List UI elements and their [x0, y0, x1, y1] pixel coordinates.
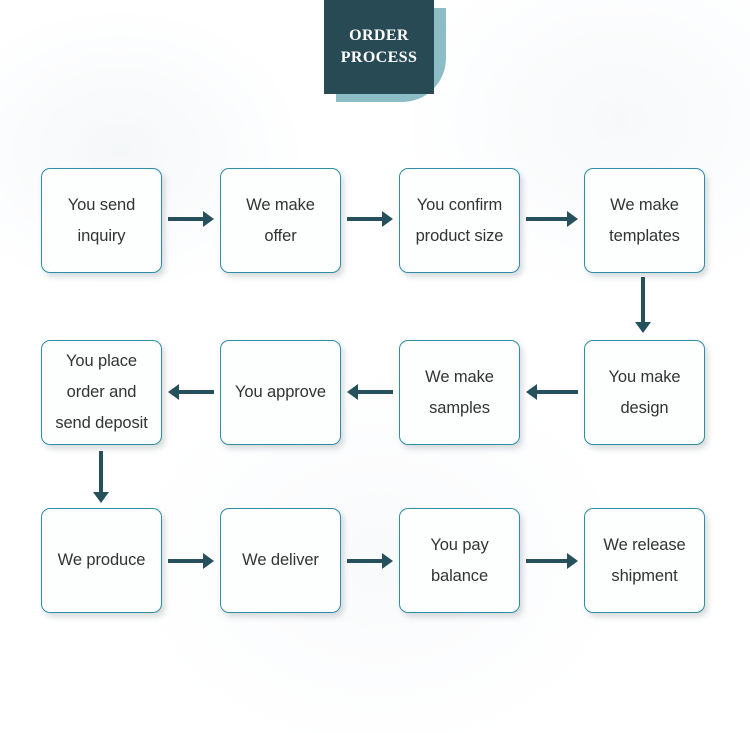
process-node-label: We make samples [425, 367, 494, 417]
banner-title-line-1: ORDER [349, 27, 409, 44]
process-node-we-produce[interactable]: We produce [41, 508, 162, 613]
process-node-you-confirm-product-size[interactable]: You confirm product size [399, 168, 520, 273]
process-node-we-make-offer[interactable]: We make offer [220, 168, 341, 273]
process-node-you-pay-balance[interactable]: You pay balance [399, 508, 520, 613]
process-node-you-make-design[interactable]: You make design [584, 340, 705, 445]
process-node-label: We release shipment [603, 535, 686, 585]
arrow-inquiry-to-offer-icon [168, 210, 214, 228]
process-node-we-make-samples[interactable]: We make samples [399, 340, 520, 445]
process-node-you-place-order-and-send-deposit[interactable]: You place order and send deposit [41, 340, 162, 445]
process-node-we-deliver[interactable]: We deliver [220, 508, 341, 613]
process-node-label: You send inquiry [67, 195, 136, 245]
arrow-deliver-to-pay-icon [347, 552, 393, 570]
order-process-banner: ORDER PROCESS [324, 0, 446, 102]
process-node-label: You pay balance [430, 535, 489, 585]
arrow-templates-to-design-icon [634, 277, 652, 333]
arrow-samples-to-approve-icon [347, 383, 393, 401]
arrow-deposit-to-produce-icon [92, 451, 110, 503]
process-node-you-send-inquiry[interactable]: You send inquiry [41, 168, 162, 273]
process-node-label: We make templates [609, 195, 680, 245]
arrow-offer-to-confirm-icon [347, 210, 393, 228]
process-node-label: We deliver [242, 551, 319, 569]
process-node-label: We produce [57, 551, 146, 569]
process-node-label: You confirm product size [415, 195, 504, 245]
process-node-we-release-shipment[interactable]: We release shipment [584, 508, 705, 613]
banner-title-line-2: PROCESS [340, 49, 418, 66]
banner-front-shape: ORDER PROCESS [324, 0, 434, 94]
process-node-label: You make design [608, 367, 681, 417]
arrow-approve-to-deposit-icon [168, 383, 214, 401]
arrow-pay-to-release-icon [526, 552, 578, 570]
arrow-confirm-to-templates-icon [526, 210, 578, 228]
process-node-label: You place order and send deposit [55, 352, 148, 432]
process-node-you-approve[interactable]: You approve [220, 340, 341, 445]
process-node-label: You approve [235, 383, 326, 401]
process-node-we-make-templates[interactable]: We make templates [584, 168, 705, 273]
arrow-produce-to-deliver-icon [168, 552, 214, 570]
arrow-design-to-samples-icon [526, 383, 578, 401]
process-node-label: We make offer [246, 195, 315, 245]
